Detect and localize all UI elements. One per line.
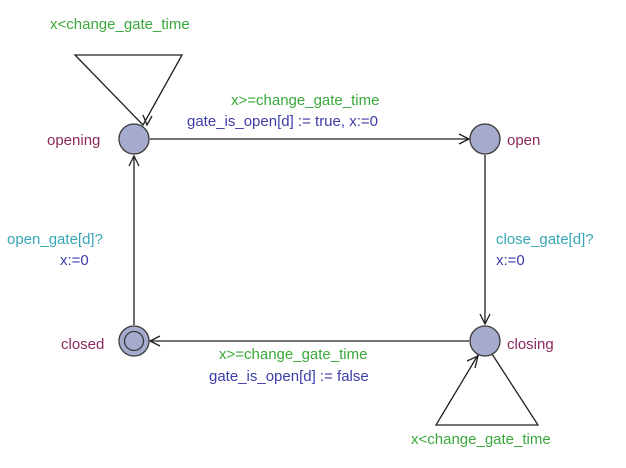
- location-closing[interactable]: [469, 325, 501, 357]
- edge-opening-open-arrowhead: [458, 133, 471, 145]
- guard-closing-closed: x>=change_gate_time: [219, 346, 367, 363]
- closing-self-loop[interactable]: [434, 353, 540, 426]
- location-opening[interactable]: [118, 123, 150, 155]
- edge-closing-closed-arrowhead: [148, 335, 161, 347]
- update-opening-open: gate_is_open[d] := true, x:=0: [187, 113, 378, 130]
- location-open[interactable]: [469, 123, 501, 155]
- location-name-opening: opening: [47, 132, 100, 149]
- guard-closing-self: x<change_gate_time: [411, 431, 551, 448]
- location-name-open: open: [507, 132, 540, 149]
- sync-closed-opening: open_gate[d]?: [7, 231, 103, 248]
- guard-opening-self: x<change_gate_time: [50, 16, 190, 33]
- closing-self-loop-arrowhead: [466, 354, 479, 369]
- edge-open-closing-arrowhead: [479, 313, 491, 326]
- edge-closed-opening-arrowhead: [128, 154, 140, 167]
- sync-open-closing: close_gate[d]?: [496, 231, 594, 248]
- update-open-closing: x:=0: [496, 252, 525, 269]
- opening-self-loop[interactable]: [73, 54, 184, 127]
- location-name-closing: closing: [507, 336, 554, 353]
- update-closing-closed: gate_is_open[d] := false: [209, 368, 369, 385]
- location-closed-initial-ring: [123, 330, 145, 352]
- update-closed-opening: x:=0: [60, 252, 89, 269]
- guard-opening-open: x>=change_gate_time: [231, 92, 379, 109]
- location-name-closed: closed: [61, 336, 104, 353]
- opening-self-loop-arrowhead: [142, 114, 153, 127]
